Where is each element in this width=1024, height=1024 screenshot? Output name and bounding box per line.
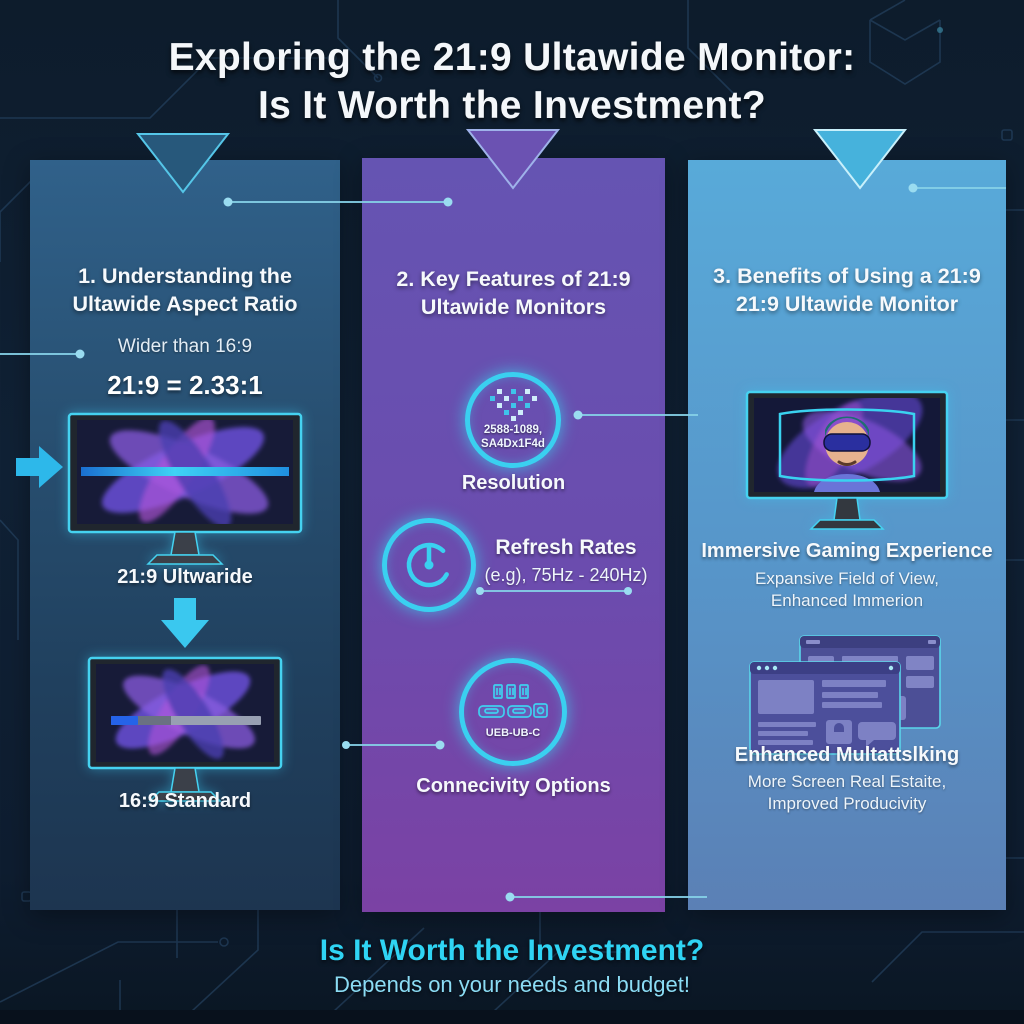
footer-question: Is It Worth the Investment? (319, 934, 705, 967)
multitask-sub1: More Screen Real Estaite, (747, 772, 947, 791)
pixel-grid-icon (490, 388, 537, 421)
page-title-line2: Is It Worth the Investment? (258, 83, 766, 127)
resolution-circle: 2588-1089, SA4Dx1F4d (465, 372, 561, 468)
panel-key-features: 2. Key Features of 21:9 Ultawide Monitor… (362, 158, 665, 912)
gaming-sub2: Enhanced Immerion (770, 591, 924, 610)
resolution-badge-line2: SA4Dx1F4d (481, 438, 545, 450)
panel2-heading-line1: 2. Key Features of 21:9 (396, 267, 631, 291)
panel1-subheading: Wider than 16:9 (117, 336, 253, 357)
resolution-badge-line1: 2588-1089, (483, 423, 543, 436)
gauge-icon (406, 542, 452, 588)
panel3-heading: 3. Benefits of Using a 21:9 21:9 Ultawid… (688, 263, 1006, 319)
ultrawide-monitor-image (67, 412, 303, 565)
panel-understanding: 1. Understanding the Ultawide Aspect Rat… (30, 160, 340, 910)
panel1-heading: 1. Understanding the Ultawide Aspect Rat… (30, 263, 340, 319)
bottom-strip (0, 1010, 1024, 1024)
multitask-title: Enhanced Multattslking (734, 744, 960, 766)
page-title: Exploring the 21:9 Ultawide Monitor: Is … (0, 34, 1024, 129)
vr-monitor-image (745, 390, 949, 530)
panel3-heading-line2: 21:9 Ultawide Monitor (735, 291, 959, 316)
ultrawide-label: 21:9 Ultwaride (117, 566, 253, 588)
standard-label: 16:9 Standard (118, 790, 252, 812)
standard-monitor-image (87, 656, 283, 802)
resolution-label: Resolution (461, 472, 566, 494)
ports-icon (478, 683, 548, 718)
connectivity-circle: UEB-UB-C (459, 658, 567, 766)
ratio-equation: 21:9 = 2.33:1 (107, 370, 263, 400)
gaming-title: Immersive Gaming Experience (701, 540, 993, 562)
refresh-text: Refresh Rates (e.g), 75Hz - 240Hz) (475, 536, 657, 587)
refresh-circle (382, 518, 476, 612)
panel3-heading-line1: 3. Benefits of Using a 21:9 (713, 264, 981, 288)
footer-answer: Depends on your needs and budget! (334, 972, 690, 997)
page-title-line1: Exploring the 21:9 Ultawide Monitor: (168, 36, 856, 79)
panel2-heading: 2. Key Features of 21:9 Ultawide Monitor… (362, 266, 665, 322)
panel-benefits: 3. Benefits of Using a 21:9 21:9 Ultawid… (688, 160, 1006, 910)
refresh-range: (e.g), 75Hz - 240Hz) (484, 565, 648, 585)
windows-image (749, 635, 941, 755)
refresh-title: Refresh Rates (495, 536, 637, 559)
panel1-heading-line1: 1. Understanding the (78, 264, 292, 288)
connectivity-label: Connecivity Options (416, 775, 611, 797)
down-arrow-icon (161, 598, 209, 648)
panel1-heading-line2: Ultawide Aspect Ratio (72, 291, 298, 316)
multitask-sub2: Improved Producivity (767, 794, 927, 813)
panel2-heading-line2: Ultawide Monitors (420, 294, 607, 319)
connectivity-badge: UEB-UB-C (485, 726, 541, 739)
gaming-sub1: Expansive Field of View, (755, 569, 939, 588)
right-arrow-icon (16, 446, 63, 488)
